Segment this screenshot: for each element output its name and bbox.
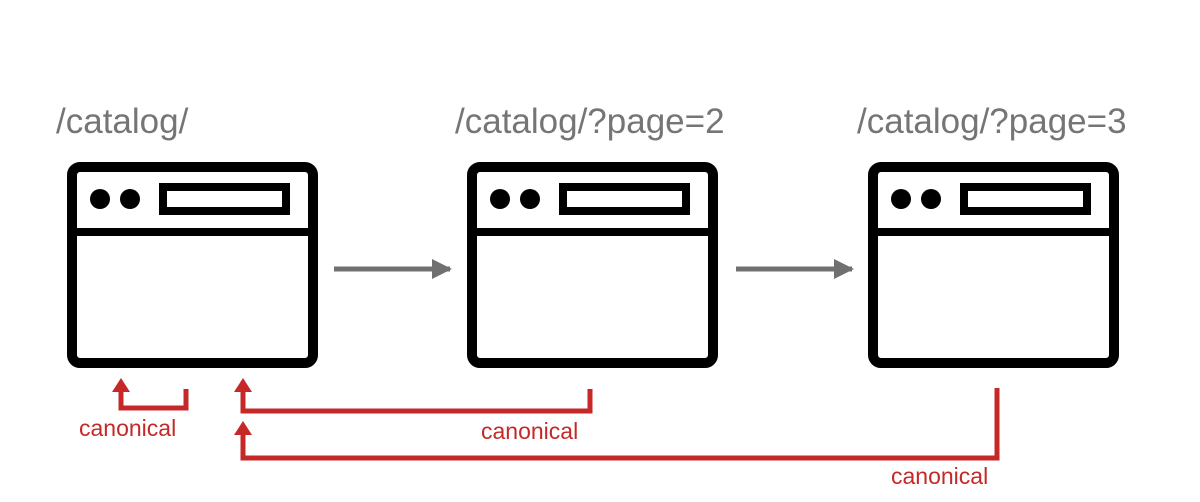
page-1-browser-window-icon [67,162,318,368]
page-3-browser-window-icon [868,162,1119,368]
page-2-url-label: /catalog/?page=2 [455,102,725,141]
canonical-arrow-page-2 [234,378,593,414]
page-3-url-label: /catalog/?page=3 [857,102,1127,141]
page-2-browser-window-icon [467,162,718,368]
canonical-arrow-page-3 [234,388,1000,461]
page-1-url-label: /catalog/ [56,102,189,141]
canonical-label-page-2: canonical [481,418,579,444]
canonical-label-self: canonical [79,415,177,441]
canonical-label-page-3: canonical [891,463,989,489]
canonical-arrow-self [112,378,189,411]
